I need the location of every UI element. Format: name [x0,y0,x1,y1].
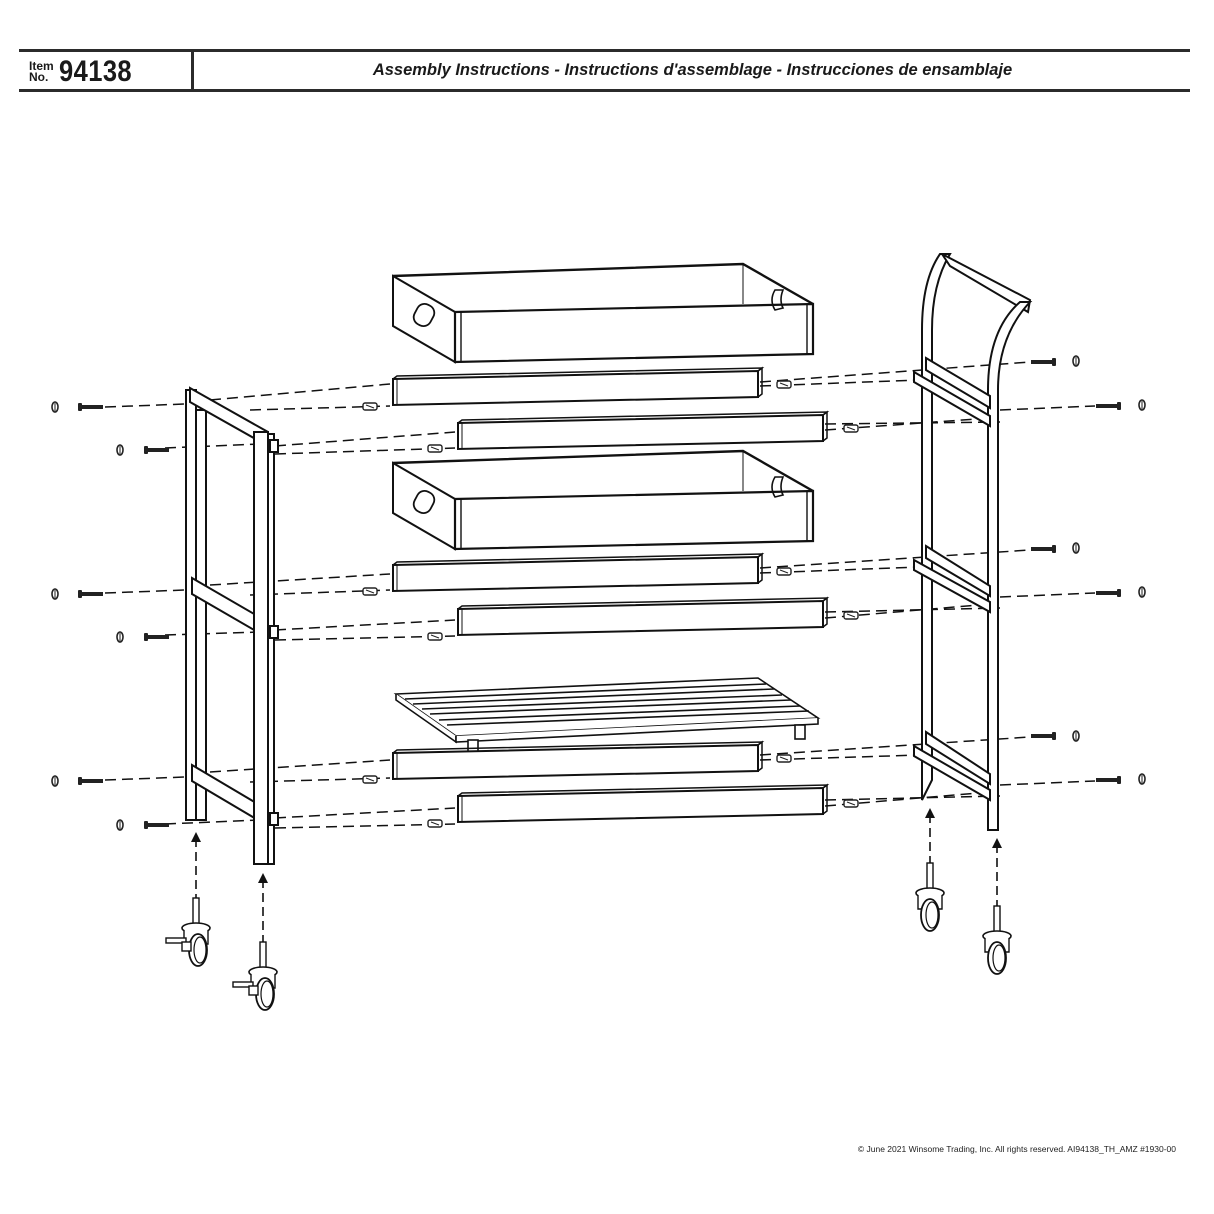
item-label-line2: No. [29,70,49,84]
item-label: Item No. [29,59,54,84]
side-rails [392,367,828,823]
left-side-frame [185,386,279,865]
page-title: Assembly Instructions - Instructions d'a… [372,61,1013,79]
document-header: Item No. 94138 Assembly Instructions - I… [19,49,1190,92]
right-side-frame [913,253,1033,831]
middle-tray [391,449,815,551]
left-bolts-and-washers [51,401,169,831]
item-number: 94138 [58,55,132,88]
header-divider [191,52,194,89]
item-number-block: Item No. 94138 [29,54,145,90]
top-tray [391,262,815,364]
casters [165,807,1012,1011]
right-bolts-and-washers [1031,355,1146,785]
slatted-bottom-shelf [393,677,821,755]
item-label-line1: Item [29,59,54,73]
copyright-footer: © June 2021 Winsome Trading, Inc. All ri… [857,1144,1176,1154]
